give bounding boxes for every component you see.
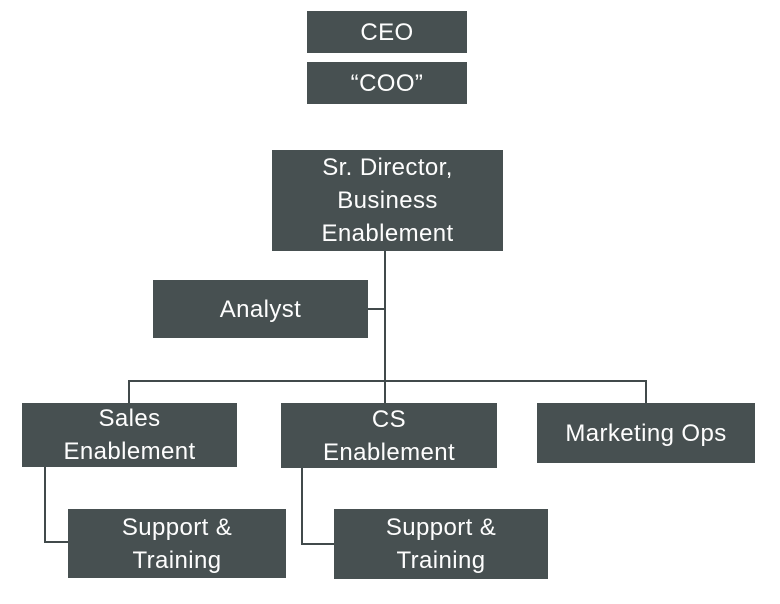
node-sr-director-business-enablement: Sr. Director, Business Enablement [272, 150, 503, 251]
connector-sales-support-vertical [44, 467, 46, 543]
connector-sr-director-trunk [384, 251, 386, 403]
node-support-training-sales-label: Support & Training [121, 513, 233, 574]
node-support-training-cs-label: Support & Training [385, 514, 497, 574]
connector-analyst-branch [368, 308, 386, 310]
node-support-training-under-sales: Support & Training [68, 509, 286, 578]
connector-marketing-ops-drop [645, 380, 647, 403]
node-cs-enablement-label: CS Enablement [322, 405, 456, 466]
connector-cs-support-vertical [301, 468, 303, 545]
node-cs-enablement: CS Enablement [281, 403, 497, 468]
node-support-training-under-cs: Support & Training [334, 509, 548, 579]
node-analyst-label: Analyst [219, 295, 302, 323]
connector-children-distribution [128, 380, 647, 382]
node-coo-label: “COO” [350, 69, 424, 97]
node-coo: “COO” [307, 62, 467, 104]
node-marketing-ops: Marketing Ops [537, 403, 755, 463]
connector-sales-drop [128, 380, 130, 403]
node-sales-enablement: Sales Enablement [22, 403, 237, 467]
node-marketing-ops-label: Marketing Ops [565, 419, 727, 447]
node-sales-enablement-label: Sales Enablement [63, 405, 196, 465]
node-analyst: Analyst [153, 280, 368, 338]
connector-sales-support-horizontal [44, 541, 70, 543]
connector-cs-support-horizontal [301, 543, 336, 545]
node-ceo-label: CEO [360, 18, 414, 46]
node-sr-director-label: Sr. Director, Business Enablement [321, 154, 454, 247]
node-ceo: CEO [307, 11, 467, 53]
